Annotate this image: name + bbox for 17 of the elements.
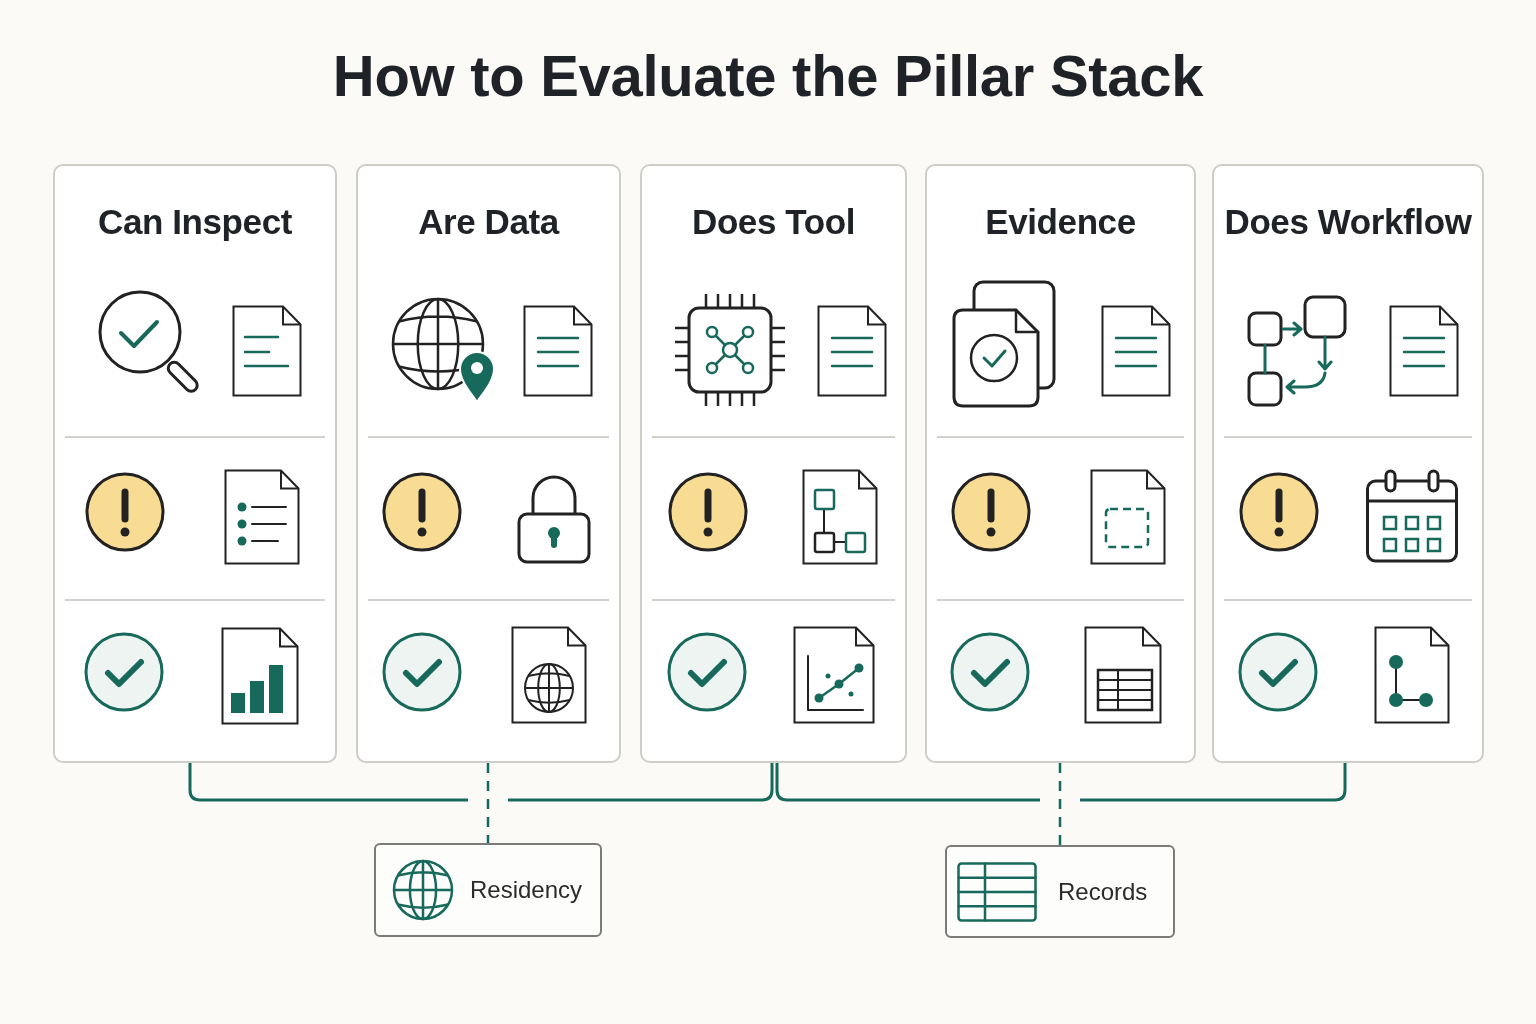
column-heading: Does Workflow <box>1224 201 1472 243</box>
dashed-connector <box>486 763 490 843</box>
column-heading: Does Tool <box>692 201 855 243</box>
node-box <box>374 843 602 937</box>
pillar-card <box>640 164 907 763</box>
node-label: Residency <box>470 875 583 905</box>
pillar-card <box>53 164 337 763</box>
pillar-card <box>356 164 621 763</box>
node-box <box>945 845 1175 938</box>
column-heading: Are Data <box>418 201 559 243</box>
pillar-card <box>925 164 1196 763</box>
title: How to Evaluate the Pillar Stack <box>332 42 1204 110</box>
dashed-connector <box>1058 763 1062 845</box>
node-label: Records <box>1058 876 1148 907</box>
column-heading: Can Inspect <box>98 201 292 243</box>
column-heading: Evidence <box>985 201 1136 243</box>
pillar-card <box>1212 164 1484 763</box>
